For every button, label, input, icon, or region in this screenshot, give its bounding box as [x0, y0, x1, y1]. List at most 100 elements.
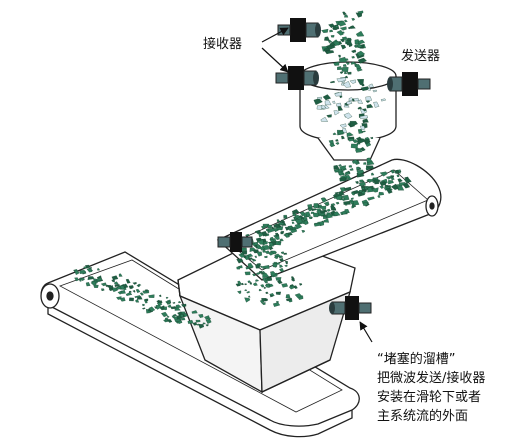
material-chip: [294, 218, 303, 224]
material-chip: [330, 35, 335, 38]
material-chip: [155, 304, 162, 310]
material-chip: [333, 196, 338, 199]
material-chip: [330, 80, 336, 84]
material-chip: [285, 294, 291, 299]
material-chip: [273, 302, 281, 307]
material-chip: [399, 182, 407, 187]
material-chip: [338, 56, 347, 63]
material-chip: [86, 267, 93, 273]
material-chip: [355, 30, 365, 37]
material-chip: [256, 251, 263, 257]
material-chip: [351, 56, 355, 59]
material-chip: [341, 67, 349, 73]
material-chip: [255, 264, 261, 269]
material-chip: [129, 297, 134, 302]
receiver-sensor-bottom: [275, 66, 319, 90]
material-chip: [323, 218, 329, 223]
material-chip: [205, 324, 209, 327]
material-chip: [202, 322, 206, 325]
material-chip: [373, 179, 380, 185]
material-chip: [284, 233, 290, 238]
material-chip: [148, 306, 156, 312]
material-chip: [142, 307, 146, 310]
material-chip: [111, 279, 115, 283]
material-chip: [284, 261, 288, 265]
material-chip: [343, 112, 353, 119]
transmitter-label: 发送器: [401, 49, 441, 64]
material-chip: [317, 96, 322, 100]
material-chip: [345, 100, 353, 105]
material-chip: [290, 278, 295, 282]
material-chip: [371, 172, 375, 176]
material-chip: [293, 285, 298, 289]
material-chip: [367, 179, 374, 183]
material-chip: [158, 294, 162, 297]
material-chip: [258, 232, 264, 238]
material-chip: [291, 221, 295, 224]
material-chip: [357, 106, 363, 110]
material-chip: [172, 302, 176, 304]
installation-note: “堵塞的溜槽” 把微波发送/接收器 安装在滑轮下或者 主系统流的外面: [377, 350, 485, 426]
material-chip: [245, 233, 250, 237]
material-chip: [339, 123, 347, 128]
material-chip: [164, 317, 169, 321]
material-chip: [351, 206, 355, 209]
material-chip: [192, 322, 198, 326]
material-chip: [144, 289, 148, 292]
material-chip: [335, 201, 340, 205]
material-chip: [350, 197, 354, 200]
chute-hopper: [177, 235, 356, 394]
material-chip: [388, 180, 394, 185]
note-line: 把微波发送/接收器: [377, 371, 486, 386]
material-chip: [350, 191, 355, 196]
microwave-sensor-icon: [288, 66, 304, 90]
material-chip: [289, 284, 294, 287]
material-chip: [114, 281, 119, 285]
microwave-sensor-icon: [290, 18, 306, 42]
material-chip: [125, 278, 131, 284]
material-chip: [350, 61, 357, 65]
material-chip: [394, 169, 400, 174]
material-chip: [357, 57, 367, 64]
material-chip: [237, 280, 242, 286]
material-chip: [402, 182, 411, 189]
material-chip: [307, 208, 312, 212]
material-chip: [115, 286, 122, 290]
material-chip: [181, 303, 187, 308]
material-chip: [285, 298, 292, 302]
material-chip: [363, 202, 368, 206]
material-chip: [365, 167, 370, 170]
feed-hopper: [299, 61, 397, 161]
material-chip: [244, 283, 248, 286]
material-chip: [79, 269, 86, 274]
material-chip: [344, 19, 348, 23]
material-chip: [135, 289, 141, 293]
material-chip: [319, 205, 327, 211]
material-chip: [339, 38, 345, 43]
material-chip: [156, 302, 163, 307]
material-chip: [344, 14, 349, 18]
material-chip: [248, 295, 251, 298]
material-chip: [346, 132, 354, 137]
material-chip: [358, 189, 363, 193]
material-chip: [267, 245, 273, 249]
material-chip: [333, 211, 341, 217]
material-chip: [323, 216, 327, 219]
material-chip: [129, 286, 133, 290]
material-chip: [346, 71, 352, 75]
material-chip: [252, 282, 258, 286]
material-chip: [352, 98, 355, 102]
material-chip: [179, 313, 185, 318]
material-chip: [294, 223, 303, 230]
material-chip: [361, 187, 365, 190]
material-chip: [260, 231, 268, 237]
microwave-sensor-icon: [230, 232, 242, 252]
chute-sensor-right: [329, 296, 372, 320]
material-chip: [275, 232, 279, 237]
material-chip: [370, 136, 373, 140]
material-chip: [132, 290, 136, 293]
material-chip: [291, 219, 295, 222]
material-chip: [357, 129, 363, 134]
material-chip: [105, 284, 109, 288]
material-chip: [120, 289, 126, 294]
